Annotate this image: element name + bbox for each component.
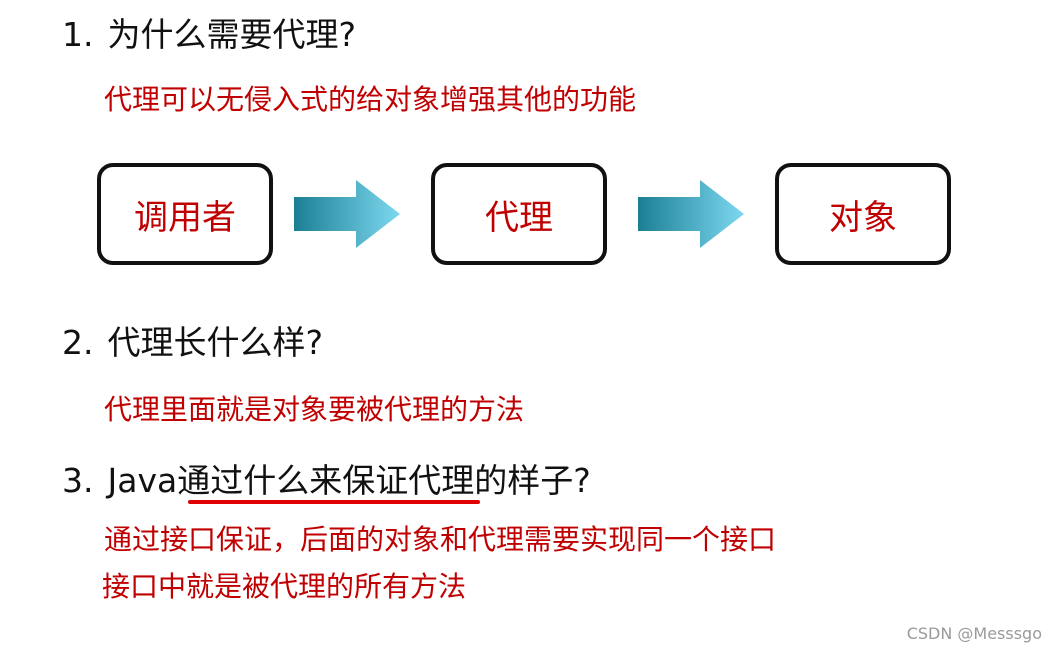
section-3-title: Java通过什么来保证代理的样子?: [107, 461, 591, 500]
section-1-title: 为什么需要代理?: [107, 15, 357, 54]
section-2-heading: 2. 代理长什么样?: [62, 326, 323, 359]
section-3-heading: 3. Java通过什么来保证代理的样子?: [62, 464, 591, 497]
arrow-right-icon: [294, 180, 400, 248]
section-3-number: 3.: [62, 461, 94, 500]
section-1-number: 1.: [62, 15, 94, 54]
section-2-note: 代理里面就是对象要被代理的方法: [104, 393, 525, 426]
section-1-heading: 1. 为什么需要代理?: [62, 18, 356, 51]
section-2-number: 2.: [62, 323, 94, 362]
section-2-title: 代理长什么样?: [107, 323, 324, 362]
flow-box-proxy: 代理: [431, 163, 607, 265]
section-1-note: 代理可以无侵入式的给对象增强其他的功能: [104, 83, 637, 116]
section-3-note-1: 通过接口保证，后面的对象和代理需要实现同一个接口: [104, 523, 777, 556]
section-3-note-2: 接口中就是被代理的所有方法: [102, 570, 467, 603]
emphasis-underline: [188, 500, 480, 504]
flow-box-caller: 调用者: [97, 163, 273, 265]
arrow-right-icon: [638, 180, 744, 248]
watermark: CSDN @Messsgo: [906, 624, 1042, 643]
flow-box-object: 对象: [775, 163, 951, 265]
